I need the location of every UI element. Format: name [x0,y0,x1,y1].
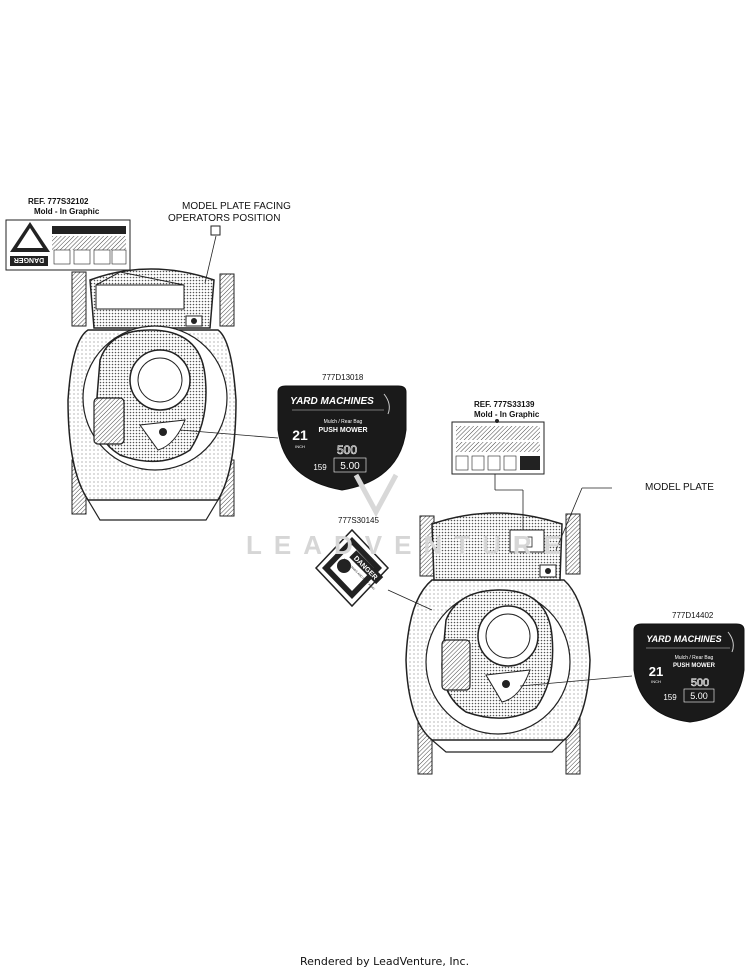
right-decal-inch-unit: INCH [651,679,661,684]
left-ref-line1: REF. 777S32102 [28,197,89,206]
right-mower-assembly [387,474,633,775]
left-decal-inch-unit: INCH [295,444,305,449]
left-mower-rear-wheel-right [219,273,235,327]
right-engine-air-filter [441,639,471,691]
left-model-plate-label-line2: OPERATORS POSITION [168,213,281,224]
left-decal-brand: YARD MACHINES [290,396,374,407]
left-decal-series: 500 [337,443,357,457]
danger-label: DANGER KEEP HANDS AND FEET AWAY [314,528,390,608]
left-brand-decal: YARD MACHINES Mulch / Rear Bag PUSH MOWE… [277,385,407,491]
left-warning-label: DANGER [5,219,131,271]
right-decal-part-number: 777D14402 [672,611,714,620]
danger-label-part-number: 777S30145 [338,516,379,525]
watermark-text: LEADVENTURE [246,530,574,560]
right-decal-brand: YARD MACHINES [646,634,721,644]
left-model-plate [95,284,185,310]
left-mower-assembly [67,225,279,521]
right-decal-product: PUSH MOWER [673,663,716,669]
right-model-plate-label: MODEL PLATE [645,482,714,493]
right-decal-cc: 159 [663,693,677,702]
right-decal-subtitle: Mulch / Rear Bag [675,655,714,661]
left-decal-subtitle: Mulch / Rear Bag [324,419,363,425]
watermark-logo-icon [353,473,399,518]
left-mower-rear-wheel-left [71,271,87,327]
left-engine-air-filter [93,397,125,445]
right-decal-torque: 5.00 [690,691,708,701]
right-decal-inch-value: 21 [649,664,663,679]
footer-credit: Rendered by LeadVenture, Inc. [300,955,470,968]
right-brand-decal: YARD MACHINES Mulch / Rear Bag PUSH MOWE… [633,623,745,723]
right-decal-series: 500 [691,677,709,689]
left-decal-cc: 159 [313,463,327,472]
left-decal-part-number: 777D13018 [322,373,364,382]
left-decal-product: PUSH MOWER [319,427,368,434]
right-ref-line1: REF. 777S33139 [474,400,535,409]
left-ref-line2: Mold - In Graphic [34,207,100,216]
right-warning-label [451,419,545,475]
left-warning-word: DANGER [14,256,44,263]
right-mower-rear-wheel-right [565,513,581,575]
left-decal-torque: 5.00 [340,461,360,472]
left-decal-inch-value: 21 [292,427,308,443]
right-ref-line2: Mold - In Graphic [474,410,540,419]
left-model-plate-label-line1: MODEL PLATE FACING [182,201,291,212]
